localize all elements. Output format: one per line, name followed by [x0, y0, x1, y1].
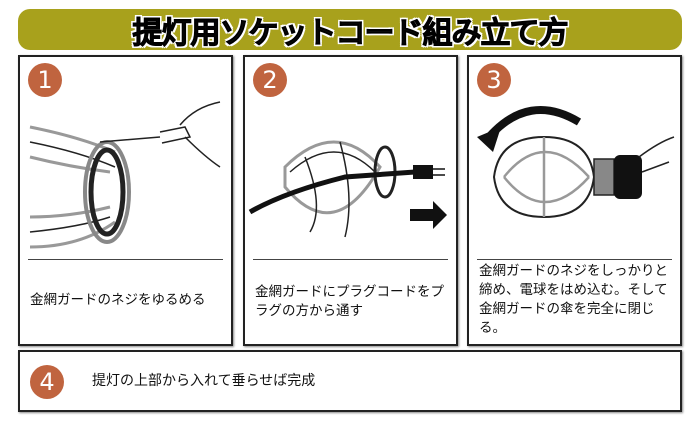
step-3-caption: 金網ガードのネジをしっかりと締め、電球をはめ込む。そして金網ガードの傘を完全に閉… — [479, 263, 668, 336]
loosen-screw-illustration — [29, 101, 221, 249]
step-3-panel: 3 金網ガードのネジをしっかりと締め、電球をはめ込む。そして金網ガードの傘を完全… — [467, 55, 682, 346]
page-title: 提灯用ソケットコード組み立て方 — [18, 9, 682, 51]
step-number-badge: 1 — [28, 63, 62, 97]
step-1-panel: 1 金網ガードのネジをゆるめる — [18, 55, 233, 346]
divider — [253, 259, 448, 260]
divider — [28, 259, 223, 260]
step-1-caption: 金網ガードのネジをゆるめる — [30, 292, 206, 308]
step-4-panel: 4 提灯の上部から入れて垂らせば完成 — [18, 350, 682, 412]
step-number-badge: 4 — [30, 365, 64, 399]
step-number-badge: 2 — [253, 63, 287, 97]
step-2-caption: 金網ガードにプラグコードをプラグの方から通す — [255, 284, 444, 319]
thread-cord-illustration — [248, 140, 447, 238]
step-number-badge: 3 — [477, 63, 511, 97]
divider — [477, 259, 672, 260]
step-4-caption: 提灯の上部から入れて垂らせば完成 — [92, 373, 316, 389]
close-guard-illustration — [477, 106, 675, 219]
step-2-panel: 2 金網ガードにプラグコードをプラグの方から通す — [243, 55, 458, 346]
